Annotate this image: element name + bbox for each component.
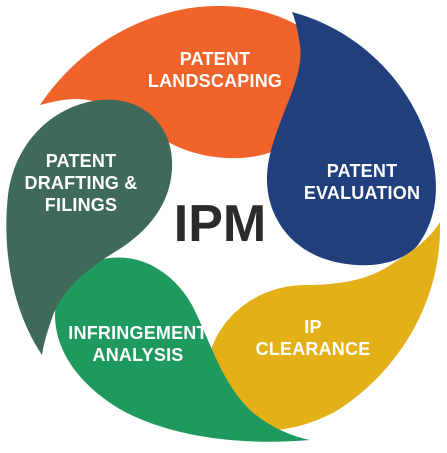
label-line: INFRINGEMENT bbox=[68, 323, 208, 343]
label-line: PATENT bbox=[179, 49, 251, 69]
label-line: PATENT bbox=[326, 161, 398, 181]
label-line: LANDSCAPING bbox=[147, 71, 283, 91]
petal-evaluation bbox=[266, 12, 436, 266]
petal-clearance bbox=[204, 222, 441, 431]
label-landscaping: PATENT LANDSCAPING bbox=[135, 48, 295, 92]
label-infringement: INFRINGEMENT ANALYSIS bbox=[58, 322, 218, 366]
label-line: DRAFTING & bbox=[24, 173, 138, 193]
label-clearance: IP CLEARANCE bbox=[248, 316, 378, 360]
petal-drafting bbox=[6, 99, 173, 355]
center-title: IPM bbox=[173, 195, 267, 253]
label-line: EVALUATION bbox=[303, 183, 421, 203]
label-line: IP bbox=[304, 317, 322, 337]
label-line: FILINGS bbox=[44, 195, 118, 215]
label-evaluation: PATENT EVALUATION bbox=[288, 160, 436, 204]
petal-infringement bbox=[55, 257, 310, 442]
petal-landscaping bbox=[40, 6, 315, 159]
label-line: CLEARANCE bbox=[255, 339, 371, 359]
label-drafting: PATENT DRAFTING & FILINGS bbox=[16, 150, 146, 216]
label-line: PATENT bbox=[45, 151, 117, 171]
label-line: ANALYSIS bbox=[92, 345, 184, 365]
